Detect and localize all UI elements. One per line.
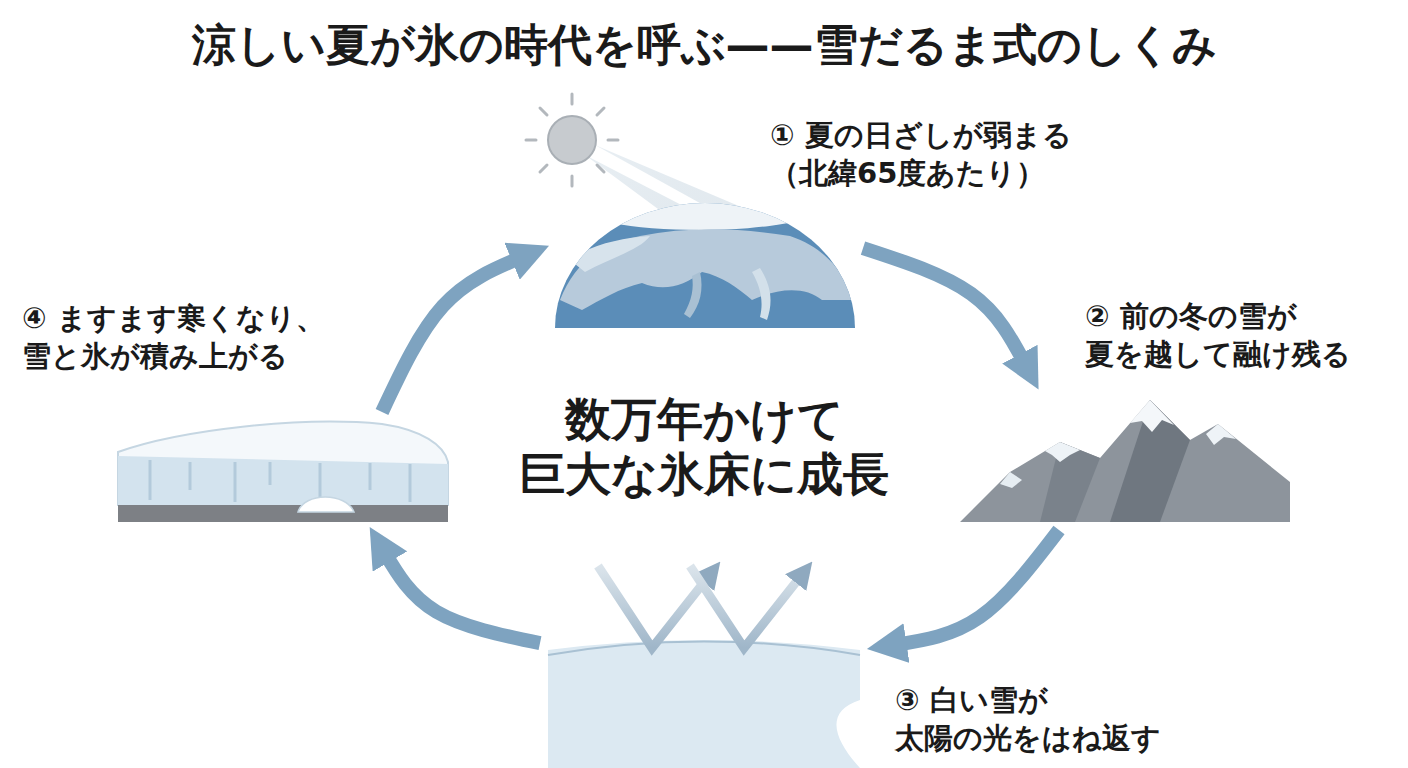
mountain-illustration-part	[1110, 400, 1190, 522]
snowfield-illustration	[548, 566, 860, 768]
mountain-illustration	[960, 400, 1290, 522]
ice-sheet-illustration-part	[189, 462, 192, 490]
mountain-illustration-part	[1206, 424, 1236, 445]
mountain-illustration-part	[1000, 472, 1022, 488]
stage-caption: ③ 白い雪が 太陽の光をはね返す	[895, 682, 1195, 757]
caption-block: ① 夏の日ざしが弱まる （北緯65度あたり）	[770, 117, 1130, 192]
snowfield-illustration-part	[548, 640, 860, 768]
stage-caption: ④ ますます寒くなり、 雪と氷が積み上がる	[22, 300, 382, 375]
globe-illustration-part	[560, 229, 855, 310]
diagram-title: 涼しい夏が氷の時代を呼ぶ——雪だるま式のしくみ	[0, 16, 1408, 75]
ice-sheet-illustration-part	[269, 462, 272, 485]
cycle-arrow	[895, 530, 1059, 645]
globe-illustration	[555, 182, 855, 328]
cycle-arrow	[384, 551, 540, 643]
sun-icon-part	[548, 116, 596, 164]
center-label: 数万年かけて 巨大な氷床に成長	[494, 392, 914, 502]
stage-node: ③ 白い雪が 太陽の光をはね返す	[548, 560, 860, 768]
stage-caption: ① 夏の日ざしが弱まる （北緯65度あたり）	[770, 117, 1130, 192]
globe-illustration-part	[684, 272, 702, 318]
ice-sheet-illustration-part	[234, 462, 237, 502]
globe-illustration-part	[752, 268, 771, 320]
sun-icon-part	[571, 176, 574, 186]
ice-sheet-illustration-part	[118, 505, 448, 522]
stage-node: ④ ますます寒くなり、 雪と氷が積み上がる	[118, 420, 448, 522]
sun-icon-part	[526, 139, 536, 142]
mountain-illustration-part	[960, 400, 1290, 522]
globe-illustration-part	[560, 182, 855, 320]
cycle-arrow	[863, 248, 1025, 365]
mountain-illustration-part	[1130, 400, 1174, 432]
stage-node: ② 前の冬の雪が 夏を越して融け残る	[960, 395, 1290, 522]
snowfield-illustration-part	[548, 642, 860, 656]
sun-icon-part	[571, 94, 574, 104]
ice-sheet-illustration-part	[298, 497, 354, 512]
ice-sheet-illustration-part	[118, 422, 448, 505]
ice-sheet-illustration-part	[149, 460, 152, 500]
sun-icon-part	[526, 94, 618, 186]
ice-sheet-illustration-part	[409, 464, 412, 502]
caption-block: ④ ますます寒くなり、 雪と氷が積み上がる	[22, 300, 382, 375]
ice-sheet-illustration-part	[369, 463, 372, 490]
sun-icon-part	[608, 139, 618, 142]
stage-node: ① 夏の日ざしが弱まる （北緯65度あたり）	[555, 205, 855, 328]
sun-icon-part	[597, 108, 604, 115]
ice-sheet-illustration-part	[118, 456, 448, 505]
ice-sheet-illustration	[118, 422, 448, 522]
sun-icon-part	[540, 108, 547, 115]
caption-block: ③ 白い雪が 太陽の光をはね返す	[895, 682, 1195, 757]
sun-icon-part	[597, 165, 604, 172]
sun-icon-part	[540, 165, 547, 172]
mountain-illustration-part	[1040, 442, 1100, 522]
stage-caption: ② 前の冬の雪が 夏を越して融け残る	[1085, 298, 1385, 373]
mountain-illustration-part	[1045, 442, 1080, 462]
globe-illustration-part	[570, 236, 650, 272]
caption-block: ② 前の冬の雪が 夏を越して融け残る	[1085, 298, 1385, 373]
ice-sheet-illustration-part	[319, 463, 322, 500]
ice-sheet-illustration-part	[150, 460, 410, 502]
snowfield-illustration-part	[690, 566, 804, 648]
cycle-arrow	[382, 257, 523, 412]
